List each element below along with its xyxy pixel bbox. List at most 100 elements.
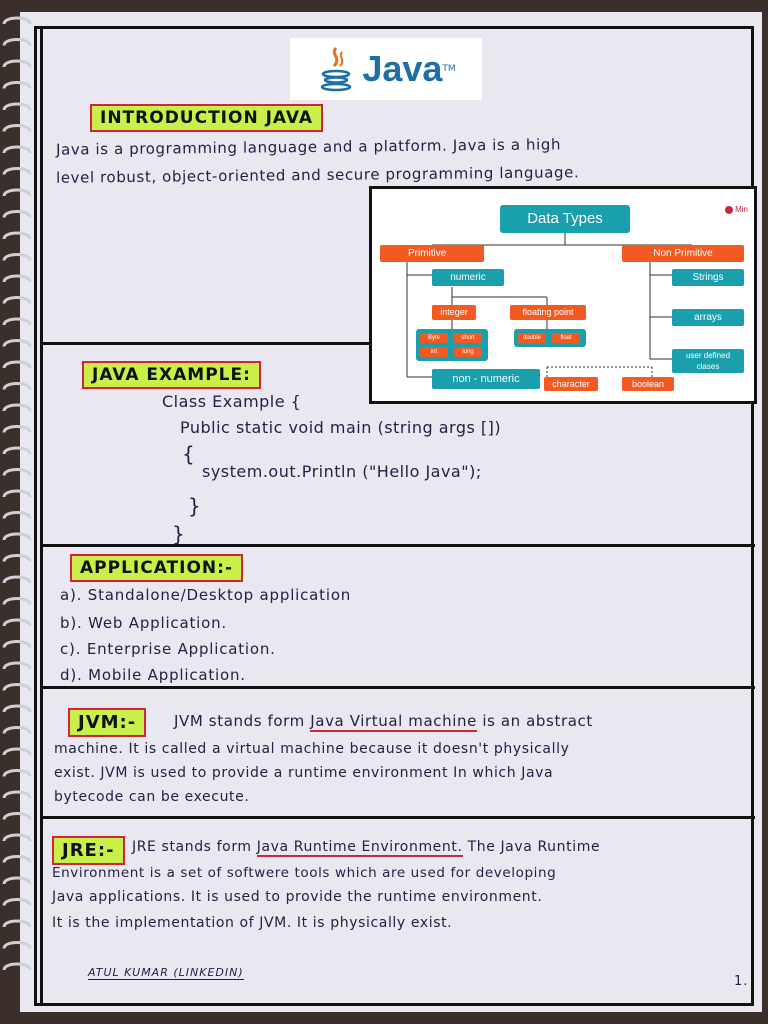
boolean-node: boolean bbox=[622, 377, 674, 391]
spiral-ring bbox=[2, 876, 32, 885]
spiral-ring bbox=[2, 747, 32, 756]
brand-dot-icon bbox=[724, 205, 733, 214]
jvm-line-1: JVM stands form Java Virtual machine is … bbox=[174, 708, 593, 734]
spiral-ring bbox=[2, 790, 32, 799]
spiral-ring bbox=[2, 81, 32, 90]
spiral-ring bbox=[2, 382, 32, 391]
spiral-ring bbox=[2, 726, 32, 735]
spiral-ring bbox=[2, 59, 32, 68]
spiral-ring bbox=[2, 317, 32, 326]
jre-heading: JRE:- bbox=[52, 836, 125, 865]
spiral-ring bbox=[2, 446, 32, 455]
data-types-diagram: Data Types Min Primitive Non Primitive n… bbox=[369, 186, 757, 404]
spiral-ring bbox=[2, 124, 32, 133]
coffee-cup-icon bbox=[321, 46, 352, 92]
spiral-ring bbox=[2, 102, 32, 111]
user-defined-classes-node: user defined clases bbox=[672, 349, 744, 373]
spiral-ring bbox=[2, 274, 32, 283]
user-defined-line-2: clases bbox=[696, 362, 720, 371]
spiral-ring bbox=[2, 919, 32, 928]
spiral-ring bbox=[2, 812, 32, 821]
code-line-3: { bbox=[182, 442, 196, 466]
jvm-line-1-pre: JVM stands form bbox=[174, 712, 311, 730]
jre-term: Java Runtime Environment. bbox=[256, 839, 463, 857]
spiral-ring bbox=[2, 855, 32, 864]
jre-line-4: It is the implementation of JVM. It is p… bbox=[52, 915, 453, 931]
spiral-ring bbox=[2, 962, 32, 971]
author-signature: ATUL KUMAR (LINKEDIN) bbox=[88, 966, 244, 980]
float-chip: float bbox=[552, 333, 580, 343]
page-border bbox=[34, 26, 754, 1006]
non-primitive-node: Non Primitive bbox=[622, 245, 744, 262]
code-line-1: Class Example { bbox=[162, 392, 302, 411]
code-line-2: Public static void main (string args []) bbox=[180, 418, 502, 437]
spiral-ring bbox=[2, 38, 32, 47]
short-chip: short bbox=[454, 333, 482, 343]
application-item-c: c). Enterprise Application. bbox=[60, 640, 276, 658]
primitive-node: Primitive bbox=[380, 245, 484, 262]
application-heading: APPLICATION:- bbox=[70, 554, 244, 582]
application-item-a: a). Standalone/Desktop application bbox=[60, 586, 352, 604]
spiral-ring bbox=[2, 253, 32, 262]
jre-line-1-pre: JRE stands form bbox=[132, 839, 257, 855]
divider-example bbox=[40, 544, 755, 547]
spiral-ring bbox=[2, 640, 32, 649]
example-heading: JAVA EXAMPLE: bbox=[82, 361, 261, 389]
page-number: 1. bbox=[734, 974, 749, 989]
spiral-ring bbox=[2, 618, 32, 627]
spiral-ring bbox=[2, 554, 32, 563]
divider-application bbox=[40, 686, 755, 689]
brand-mark: Min bbox=[724, 205, 748, 214]
jvm-line-1-post: is an abstract bbox=[476, 712, 593, 730]
intro-line-1: Java is a programming language and a pla… bbox=[55, 135, 562, 159]
strings-node: Strings bbox=[672, 269, 744, 286]
java-logo-text: Java bbox=[362, 48, 443, 89]
jvm-line-2: machine. It is called a virtual machine … bbox=[54, 741, 570, 757]
spiral-ring bbox=[2, 210, 32, 219]
jvm-term: Java Virtual machine bbox=[310, 712, 477, 732]
datatypes-title: Data Types bbox=[500, 205, 630, 233]
spiral-ring bbox=[2, 468, 32, 477]
jre-line-1-post: The Java Runtime bbox=[462, 839, 601, 855]
jre-line-3: Java applications. It is used to provide… bbox=[52, 889, 543, 905]
jvm-line-4: bytecode can be execute. bbox=[54, 789, 250, 805]
application-item-b: b). Web Application. bbox=[60, 614, 227, 632]
divider-jvm bbox=[40, 816, 755, 819]
long-chip: long bbox=[454, 347, 482, 357]
int-chip: int bbox=[420, 347, 448, 357]
integer-node: integer bbox=[432, 305, 476, 320]
spiral-ring bbox=[2, 360, 32, 369]
user-defined-line-1: user defined bbox=[685, 351, 731, 360]
spiral-binding bbox=[2, 16, 32, 971]
code-line-6: } bbox=[172, 522, 186, 546]
spiral-ring bbox=[2, 296, 32, 305]
jre-line-2: Environment is a set of softwere tools w… bbox=[52, 865, 557, 881]
double-chip: double bbox=[518, 333, 546, 343]
arrays-node: arrays bbox=[672, 309, 744, 326]
spiral-ring bbox=[2, 575, 32, 584]
inner-left-border bbox=[40, 28, 43, 1003]
spiral-ring bbox=[2, 597, 32, 606]
brand-text: Min bbox=[735, 205, 748, 214]
spiral-ring bbox=[2, 188, 32, 197]
code-line-4: system.out.Println ("Hello Java"); bbox=[202, 462, 482, 481]
spiral-ring bbox=[2, 231, 32, 240]
notebook-page bbox=[20, 12, 762, 1012]
code-line-5: } bbox=[188, 494, 202, 518]
spiral-ring bbox=[2, 661, 32, 670]
intro-heading: INTRODUCTION JAVA bbox=[90, 104, 324, 132]
spiral-ring bbox=[2, 511, 32, 520]
spiral-ring bbox=[2, 941, 32, 950]
java-logo-tm: TM bbox=[442, 64, 456, 74]
character-node: character bbox=[544, 377, 598, 391]
spiral-ring bbox=[2, 769, 32, 778]
spiral-ring bbox=[2, 339, 32, 348]
byte-chip: Byte bbox=[420, 333, 448, 343]
spiral-ring bbox=[2, 833, 32, 842]
spiral-ring bbox=[2, 16, 32, 25]
spiral-ring bbox=[2, 403, 32, 412]
spiral-ring bbox=[2, 167, 32, 176]
spiral-ring bbox=[2, 425, 32, 434]
spiral-ring bbox=[2, 532, 32, 541]
